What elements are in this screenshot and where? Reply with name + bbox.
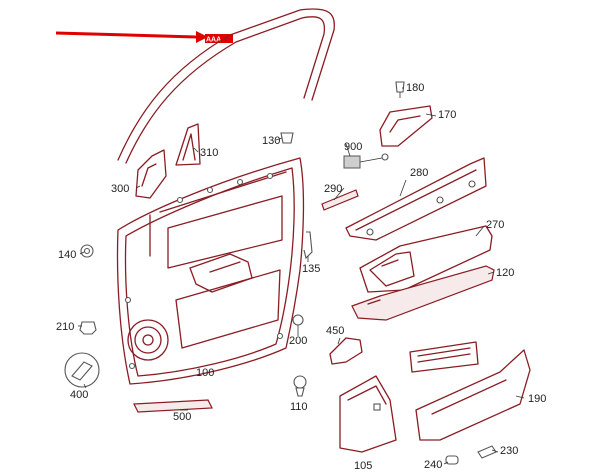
leader-lines bbox=[78, 87, 525, 465]
callout-310: 310 bbox=[200, 147, 218, 159]
callout-400: 400 bbox=[70, 389, 88, 401]
armrest-cover bbox=[359, 225, 493, 293]
sill-strip bbox=[133, 399, 213, 413]
callout-230: 230 bbox=[500, 445, 518, 457]
window-frame bbox=[117, 8, 335, 164]
callout-100: 100 bbox=[196, 367, 214, 379]
callout-170: 170 bbox=[438, 109, 456, 121]
callout-130: 130 bbox=[262, 135, 280, 147]
door-trim-panel bbox=[116, 157, 305, 385]
expansion-rivet bbox=[395, 81, 405, 98]
insulation-pad bbox=[329, 337, 363, 365]
svg-text:AAA: AAA bbox=[206, 37, 221, 44]
inner-door-handle bbox=[379, 105, 433, 147]
map-pocket-trim bbox=[415, 349, 531, 441]
callout-270: 270 bbox=[486, 219, 504, 231]
callout-500: 500 bbox=[173, 411, 191, 423]
mirror-mount-cover bbox=[135, 149, 167, 199]
callout-140: 140 bbox=[58, 249, 76, 261]
screw bbox=[292, 314, 304, 336]
callout-210: 210 bbox=[56, 321, 74, 333]
trim-clip-130 bbox=[280, 132, 294, 144]
callout-450: 450 bbox=[326, 325, 344, 337]
speaker-grille bbox=[409, 341, 479, 373]
callout-290: 290 bbox=[324, 183, 342, 195]
tweeter-cover bbox=[175, 123, 201, 166]
callout-200: 200 bbox=[289, 335, 307, 347]
upper-trim-strip bbox=[345, 157, 487, 241]
armrest-panel bbox=[351, 265, 495, 321]
removal-tool bbox=[64, 352, 100, 388]
callout-240: 240 bbox=[424, 459, 442, 471]
callout-arrow: AAA bbox=[55, 31, 233, 44]
cable-bracket bbox=[303, 231, 313, 260]
callout-105: 105 bbox=[354, 460, 372, 472]
push-clip bbox=[293, 375, 307, 397]
callout-135: 135 bbox=[302, 263, 320, 275]
bulb bbox=[445, 455, 459, 465]
callout-300: 300 bbox=[111, 183, 129, 195]
clip-230 bbox=[477, 445, 497, 459]
retaining-clip bbox=[79, 321, 97, 335]
callout-190: 190 bbox=[528, 393, 546, 405]
callout-280: 280 bbox=[410, 167, 428, 179]
callout-110: 110 bbox=[290, 401, 308, 413]
callout-900: 900 bbox=[344, 141, 362, 153]
callout-120: 120 bbox=[496, 267, 514, 279]
callout-180: 180 bbox=[406, 82, 424, 94]
callout-labels: 100 105 110 120 130 135 140 170 180 190 … bbox=[56, 82, 546, 472]
grommet bbox=[80, 244, 94, 258]
switch-connector bbox=[343, 153, 389, 169]
trim-insert bbox=[321, 189, 359, 211]
door-pocket-cover bbox=[339, 375, 397, 453]
